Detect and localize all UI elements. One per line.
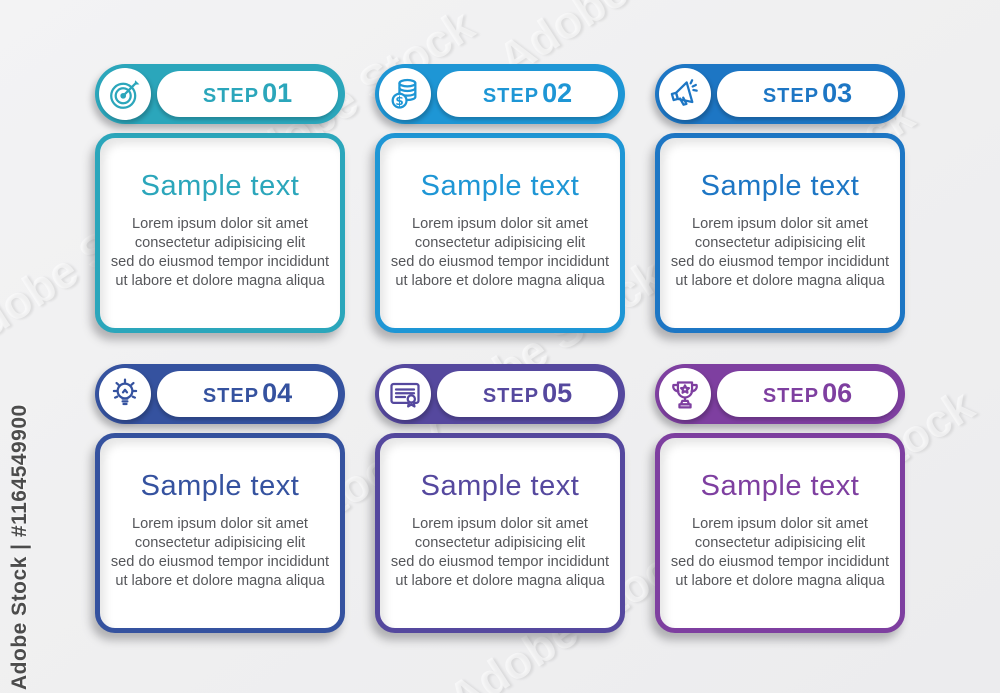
body-line: ut labore et dolore magna aliqua xyxy=(115,572,325,589)
card-body: Lorem ipsum dolor sit amet consectetur ad… xyxy=(660,515,900,591)
body-line: ut labore et dolore magna aliqua xyxy=(675,272,885,289)
card-heading: Sample text xyxy=(140,170,300,202)
step: STEP 03 Sample text Lorem ipsum dolor si… xyxy=(655,64,905,333)
step-label: STEP xyxy=(482,385,540,407)
step-card: Sample text Lorem ipsum dolor sit amet co… xyxy=(95,433,345,633)
body-line: sed do eiusmod tempor incididunt xyxy=(110,253,330,270)
megaphone-icon xyxy=(659,68,711,120)
body-line: Lorem ipsum dolor sit amet xyxy=(691,515,868,532)
card-heading: Sample text xyxy=(700,470,860,502)
coins-icon: $ xyxy=(379,68,431,120)
card-body: Lorem ipsum dolor sit amet consectetur ad… xyxy=(380,215,620,291)
body-line: sed do eiusmod tempor incididunt xyxy=(110,553,330,570)
step: STEP 01 Sample text Lorem ipsum dolor si… xyxy=(95,64,345,333)
body-line: sed do eiusmod tempor incididunt xyxy=(670,253,890,270)
step-card: Sample text Lorem ipsum dolor sit amet co… xyxy=(375,433,625,633)
watermark-side-text: Adobe Stock | #1164549900 xyxy=(8,404,31,690)
step-header: STEP 06 xyxy=(655,364,905,424)
card-body: Lorem ipsum dolor sit amet consectetur ad… xyxy=(100,515,340,591)
body-line: consectetur adipisicing elit xyxy=(694,534,866,551)
card-heading: Sample text xyxy=(420,470,580,502)
card-heading: Sample text xyxy=(700,170,860,202)
step-number: 02 xyxy=(542,78,573,108)
certificate-icon xyxy=(379,368,431,420)
body-line: Lorem ipsum dolor sit amet xyxy=(411,515,588,532)
step-label: STEP xyxy=(762,385,820,407)
step-label-pill: STEP 06 xyxy=(717,371,898,417)
trophy-icon xyxy=(659,368,711,420)
body-line: consectetur adipisicing elit xyxy=(134,534,306,551)
steps-grid: STEP 01 Sample text Lorem ipsum dolor si… xyxy=(95,64,905,633)
body-line: ut labore et dolore magna aliqua xyxy=(675,572,885,589)
body-line: ut labore et dolore magna aliqua xyxy=(395,272,605,289)
step: $ STEP 02 Sample text Lorem ipsum dolor … xyxy=(375,64,625,333)
svg-text:$: $ xyxy=(395,94,403,108)
body-line: sed do eiusmod tempor incididunt xyxy=(390,553,610,570)
step-label: STEP xyxy=(762,85,820,107)
step-label-pill: STEP 03 xyxy=(717,71,898,117)
body-line: consectetur adipisicing elit xyxy=(134,234,306,251)
body-line: ut labore et dolore magna aliqua xyxy=(115,272,325,289)
lightbulb-icon xyxy=(99,368,151,420)
body-line: Lorem ipsum dolor sit amet xyxy=(691,215,868,232)
step-label-pill: STEP 04 xyxy=(157,371,338,417)
body-line: Lorem ipsum dolor sit amet xyxy=(131,515,308,532)
card-heading: Sample text xyxy=(420,170,580,202)
body-line: consectetur adipisicing elit xyxy=(694,234,866,251)
target-icon xyxy=(99,68,151,120)
step: STEP 04 Sample text Lorem ipsum dolor si… xyxy=(95,364,345,633)
step-number: 03 xyxy=(822,78,853,108)
step-number: 04 xyxy=(262,378,293,408)
step-card: Sample text Lorem ipsum dolor sit amet co… xyxy=(375,133,625,333)
step-number: 06 xyxy=(822,378,853,408)
step-header: STEP 01 xyxy=(95,64,345,124)
step-header: STEP 03 xyxy=(655,64,905,124)
step: STEP 05 Sample text Lorem ipsum dolor si… xyxy=(375,364,625,633)
step-card: Sample text Lorem ipsum dolor sit amet co… xyxy=(95,133,345,333)
card-body: Lorem ipsum dolor sit amet consectetur ad… xyxy=(380,515,620,591)
card-body: Lorem ipsum dolor sit amet consectetur ad… xyxy=(100,215,340,291)
step-header: STEP 04 xyxy=(95,364,345,424)
step-header: STEP 05 xyxy=(375,364,625,424)
step-label: STEP xyxy=(202,85,260,107)
step-card: Sample text Lorem ipsum dolor sit amet co… xyxy=(655,133,905,333)
card-body: Lorem ipsum dolor sit amet consectetur ad… xyxy=(660,215,900,291)
body-line: sed do eiusmod tempor incididunt xyxy=(670,553,890,570)
step-label-pill: STEP 01 xyxy=(157,71,338,117)
step-card: Sample text Lorem ipsum dolor sit amet co… xyxy=(655,433,905,633)
step-label: STEP xyxy=(482,85,540,107)
body-line: consectetur adipisicing elit xyxy=(414,534,586,551)
body-line: consectetur adipisicing elit xyxy=(414,234,586,251)
step: STEP 06 Sample text Lorem ipsum dolor si… xyxy=(655,364,905,633)
body-line: Lorem ipsum dolor sit amet xyxy=(131,215,308,232)
step-label-pill: STEP 02 xyxy=(437,71,618,117)
step-number: 05 xyxy=(542,378,573,408)
body-line: ut labore et dolore magna aliqua xyxy=(395,572,605,589)
body-line: sed do eiusmod tempor incididunt xyxy=(390,253,610,270)
card-heading: Sample text xyxy=(140,470,300,502)
step-number: 01 xyxy=(262,78,293,108)
step-label-pill: STEP 05 xyxy=(437,371,618,417)
step-header: $ STEP 02 xyxy=(375,64,625,124)
step-label: STEP xyxy=(202,385,260,407)
body-line: Lorem ipsum dolor sit amet xyxy=(411,215,588,232)
